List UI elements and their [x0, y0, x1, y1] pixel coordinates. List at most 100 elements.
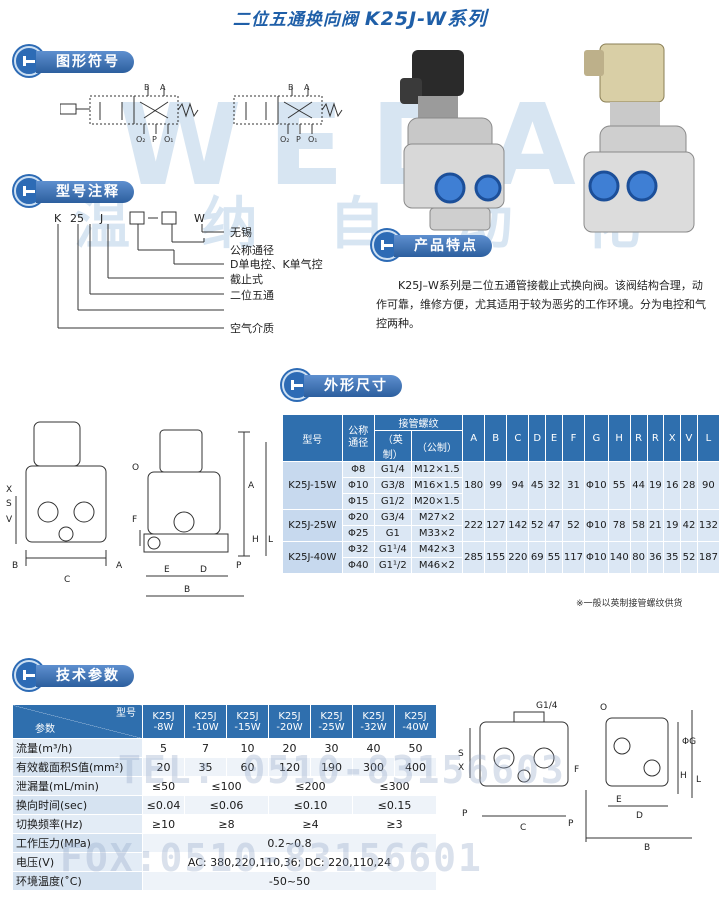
dim-th-col: B	[484, 414, 508, 462]
section-model-title: 型号注释	[36, 181, 134, 203]
section-tech-title: 技术参数	[36, 665, 134, 687]
model-code-diagram: K 25 J W 无锡 公称通径 D单电控、K单气控 截止式 二位五通 空气介质	[54, 210, 354, 340]
bottom-p-left: P	[462, 809, 468, 819]
dim-cell: M33×2	[410, 525, 464, 542]
dim-cell: 44	[629, 461, 648, 510]
outline-v: V	[6, 515, 13, 525]
dim-cell: G1/4	[373, 461, 412, 478]
tech-cell: ≤0.04	[142, 795, 185, 815]
tech-corner-cell: 型号 参数	[12, 704, 143, 739]
dim-th-thread: 接管螺纹	[373, 414, 464, 431]
dim-cell: M16×1.5	[410, 477, 464, 494]
dim-cell-model: K25J-25W	[282, 509, 343, 542]
tech-cell: ≥8	[184, 814, 269, 834]
table-row: 换向时间(sec) ≤0.04 ≤0.06 ≤0.10 ≤0.15	[12, 795, 437, 815]
valve-symbol-diagram: B A O₂ P O₁ B A O₂ P O₁	[60, 82, 370, 144]
dim-cell: G3/8	[373, 477, 412, 494]
table-row: Φ40 G1¹/2 M46×2	[283, 557, 720, 574]
dim-cell: 285	[462, 541, 486, 574]
product-photo-pneumatic	[570, 36, 710, 246]
dim-th-col: X	[663, 414, 682, 462]
dim-cell: 69	[528, 541, 547, 574]
outline-a-dim: A	[248, 481, 255, 491]
outline-l: L	[268, 535, 273, 545]
dim-cell: 42	[680, 509, 698, 542]
tech-cell: 50	[394, 738, 437, 758]
dim-cell: 32	[545, 461, 563, 510]
dim-cell: Φ10	[341, 477, 375, 494]
dim-cell: 94	[506, 461, 530, 510]
tech-row-label: 切换频率(Hz)	[12, 814, 143, 834]
model-note-6: 空气介质	[230, 321, 274, 335]
tech-th-model: K25J-10W	[184, 704, 227, 739]
dim-cell: Φ10	[584, 541, 609, 574]
tech-cell: 120	[268, 757, 311, 777]
dim-cell-model: K25J-40W	[282, 541, 343, 574]
table-row: 切换频率(Hz) ≥10 ≥8 ≥4 ≥3	[12, 814, 437, 834]
bottom-o: O	[600, 703, 607, 713]
bottom-phig: ΦG	[682, 737, 696, 747]
section-symbol: 图形符号	[14, 46, 174, 76]
tech-th-model: K25J-20W	[268, 704, 311, 739]
tech-corner-model: 型号	[116, 708, 136, 719]
dim-cell: Φ20	[341, 509, 375, 526]
dimension-table-wrap: 型号 公称通径 接管螺纹 A B C D E F G H R R X V L （…	[282, 414, 720, 574]
dim-cell: M42×3	[410, 541, 464, 558]
dim-cell: 52	[561, 509, 586, 542]
dim-cell: Φ25	[341, 525, 375, 542]
tech-cell: ≥3	[352, 814, 437, 834]
sym2-label-o1: O₁	[308, 135, 318, 144]
dim-cell: M12×1.5	[410, 461, 464, 478]
table-row: 有效截面积S值(mm²) 20 35 60 120 190 300 400	[12, 757, 437, 777]
dim-cell: Φ32	[341, 541, 375, 558]
outline-p: P	[236, 561, 242, 571]
bottom-c: C	[520, 823, 526, 833]
dim-cell: 187	[696, 541, 720, 574]
outline-h: H	[252, 535, 259, 545]
table-row: Φ15 G1/2 M20×1.5	[283, 493, 720, 510]
outline-e: E	[164, 565, 170, 575]
tech-table: 型号 参数 K25J-8W K25J-10W K25J-15W K25J-20W…	[12, 704, 437, 891]
dim-cell: Φ8	[341, 461, 375, 478]
dim-cell: 132	[696, 509, 720, 542]
dim-cell: 99	[484, 461, 508, 510]
tech-th-model: K25J-40W	[394, 704, 437, 739]
dim-cell: 142	[506, 509, 530, 542]
section-outline: 外形尺寸	[282, 370, 442, 400]
tech-cell: -50~50	[142, 871, 437, 891]
tech-cell: ≤0.06	[184, 795, 269, 815]
sym2-label-p: P	[296, 135, 301, 144]
dim-cell-model: K25J-15W	[282, 461, 343, 510]
model-note-5: 二位五通	[230, 288, 274, 302]
dim-cell: 78	[607, 509, 631, 542]
dim-th-col: L	[696, 414, 720, 462]
tech-row-label: 环境温度(˚C)	[12, 871, 143, 891]
table-row: K25J-40W Φ32 G1¹/4 M42×3 285 155 220 69 …	[282, 541, 720, 574]
outline-f: F	[132, 515, 137, 525]
tech-cell: ≤0.10	[268, 795, 353, 815]
sym2-label-a: A	[304, 83, 310, 92]
dim-th-col: C	[506, 414, 530, 462]
outline-drawing: C V S X B A O F A H L E D B P	[4, 410, 276, 610]
model-note-2: 公称通径	[230, 243, 274, 257]
outline-b: B	[184, 585, 190, 595]
tech-row-label: 工作压力(MPa)	[12, 833, 143, 853]
section-model: 型号注释	[14, 176, 174, 206]
tech-th-model: K25J-25W	[310, 704, 353, 739]
tech-cell: AC: 380,220,110,36; DC: 220,110,24	[142, 852, 437, 872]
tech-row-label: 流量(m³/h)	[12, 738, 143, 758]
dim-cell: G1/2	[373, 493, 412, 510]
dim-cell: Φ10	[584, 509, 609, 542]
outline-b-port: B	[12, 561, 18, 571]
watermark-tel: TEL: 0510-83156603	[118, 748, 566, 792]
code-25: 25	[70, 212, 84, 225]
dim-cell: 90	[696, 461, 720, 510]
table-row: 泄漏量(mL/min) ≤50 ≤100 ≤200 ≤300	[12, 776, 437, 796]
code-k: K	[54, 212, 62, 225]
dim-cell: 140	[607, 541, 631, 574]
outline-o: O	[132, 463, 139, 473]
outline-a-port: A	[116, 561, 123, 571]
dim-cell: 127	[484, 509, 508, 542]
dim-cell: M20×1.5	[410, 493, 464, 510]
